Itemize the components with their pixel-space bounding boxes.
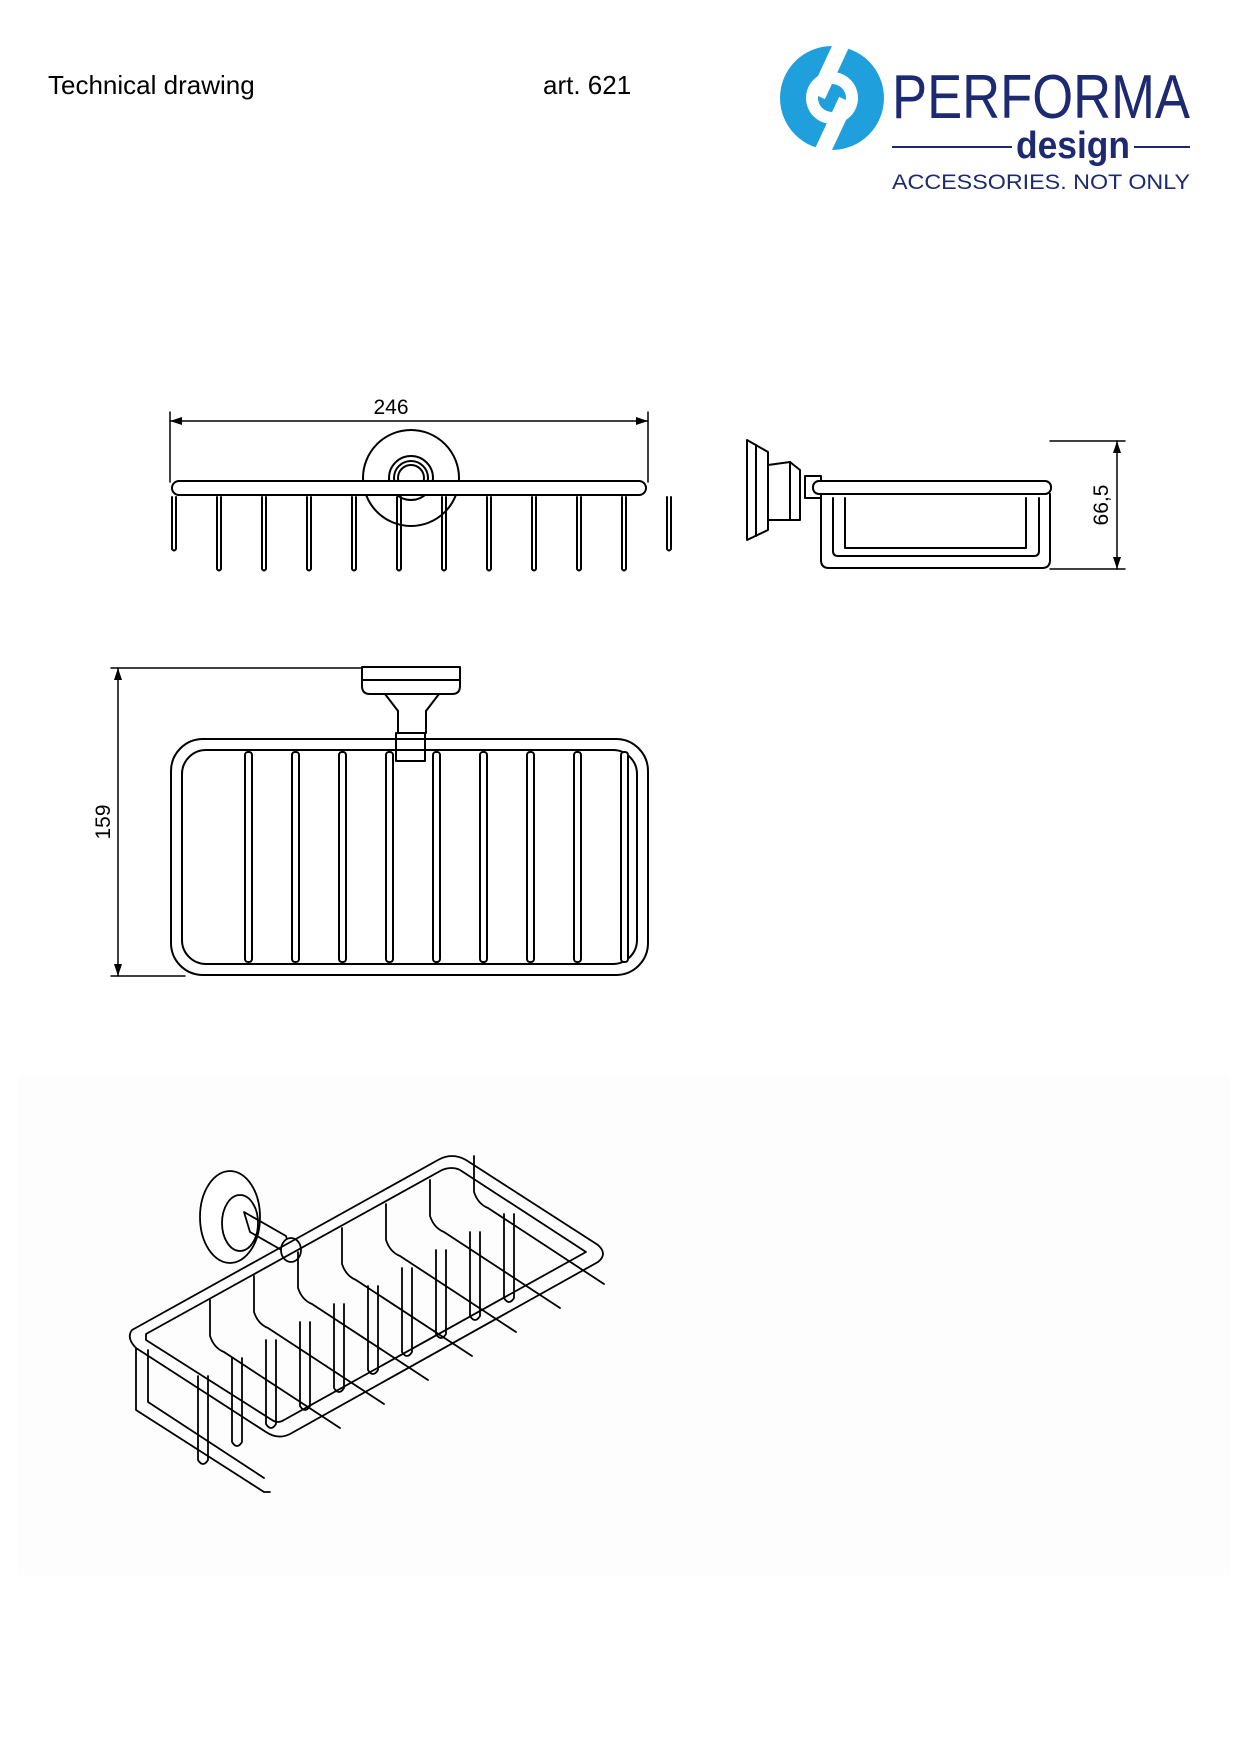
side-height-dimension: 66,5 (1090, 485, 1113, 526)
front-view: 246 (169, 396, 672, 572)
isometric-panel (18, 1075, 1230, 1575)
logo-mark-icon (780, 46, 884, 159)
document-title: Technical drawing (48, 70, 255, 100)
isometric-view (128, 1155, 605, 1493)
logo-tagline: ACCESSORIES. NOT ONLY (892, 171, 1190, 194)
side-view: 66,5 (746, 439, 1126, 570)
logo-sub: design (1016, 125, 1130, 167)
top-view: 159 (92, 666, 649, 977)
width-dimension: 246 (373, 396, 408, 419)
depth-dimension: 159 (92, 804, 115, 839)
article-number: art. 621 (543, 70, 632, 100)
logo-brand: PERFORMA (892, 63, 1191, 132)
performa-logo: PERFORMA design ACCESSORIES. NOT ONLY (780, 46, 1191, 194)
